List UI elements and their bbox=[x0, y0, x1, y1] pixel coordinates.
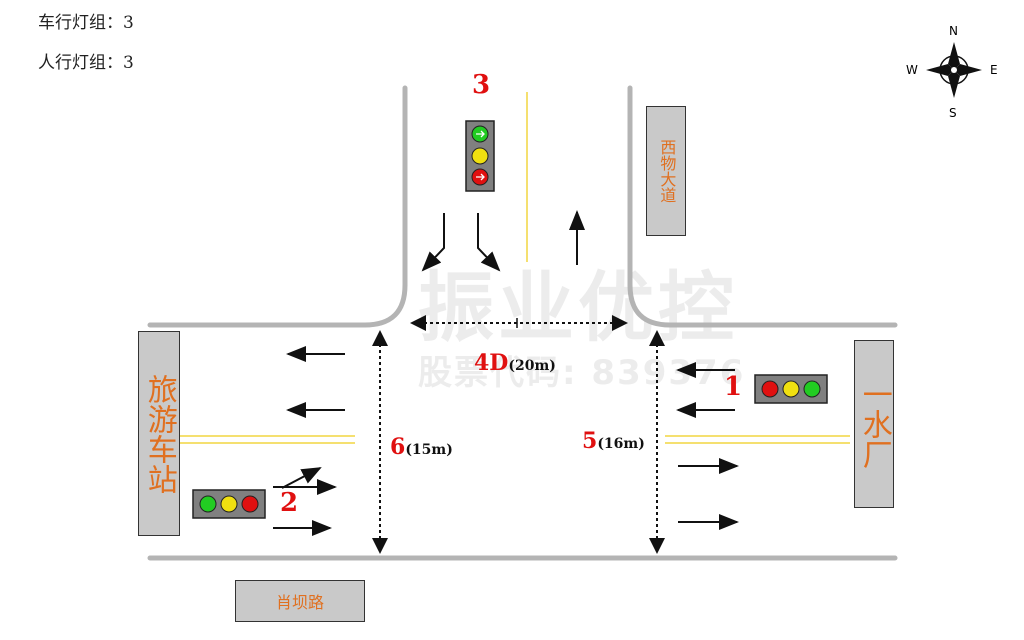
center-lines bbox=[180, 92, 850, 444]
vehicle-signal-group-count: 车行灯组：3 bbox=[38, 13, 134, 33]
crosswalk-label-6: 6(15m) bbox=[390, 434, 453, 460]
signal-number-1: 1 bbox=[724, 372, 743, 402]
compass-icon bbox=[926, 42, 982, 98]
road-label-north: 西物大道 bbox=[646, 106, 686, 236]
signal-head-2 bbox=[192, 489, 266, 519]
pedestrian-signal-group-count: 人行灯组：3 bbox=[38, 53, 134, 73]
crosswalk-label-4d: 4D(20m) bbox=[474, 350, 556, 376]
signal-head-1 bbox=[754, 374, 828, 404]
watermark-title: 振业优控 bbox=[418, 263, 738, 352]
crosswalk-dimensions bbox=[372, 315, 665, 554]
compass-n-label: N bbox=[949, 24, 958, 38]
road-edges bbox=[147, 85, 898, 561]
signal-number-3: 3 bbox=[472, 70, 491, 100]
lane-arrows bbox=[273, 210, 739, 536]
road-label-south: 肖坝路 bbox=[235, 580, 365, 622]
road-label-west: 旅游车站 bbox=[138, 331, 180, 536]
signal-number-2: 2 bbox=[280, 488, 299, 518]
road-label-east: 一水厂 bbox=[854, 340, 894, 508]
compass-w-label: W bbox=[906, 63, 918, 77]
crosswalk-label-5: 5(16m) bbox=[582, 428, 645, 454]
compass-e-label: E bbox=[990, 63, 998, 77]
signal-head-3 bbox=[465, 120, 495, 192]
compass-s-label: S bbox=[949, 106, 957, 120]
